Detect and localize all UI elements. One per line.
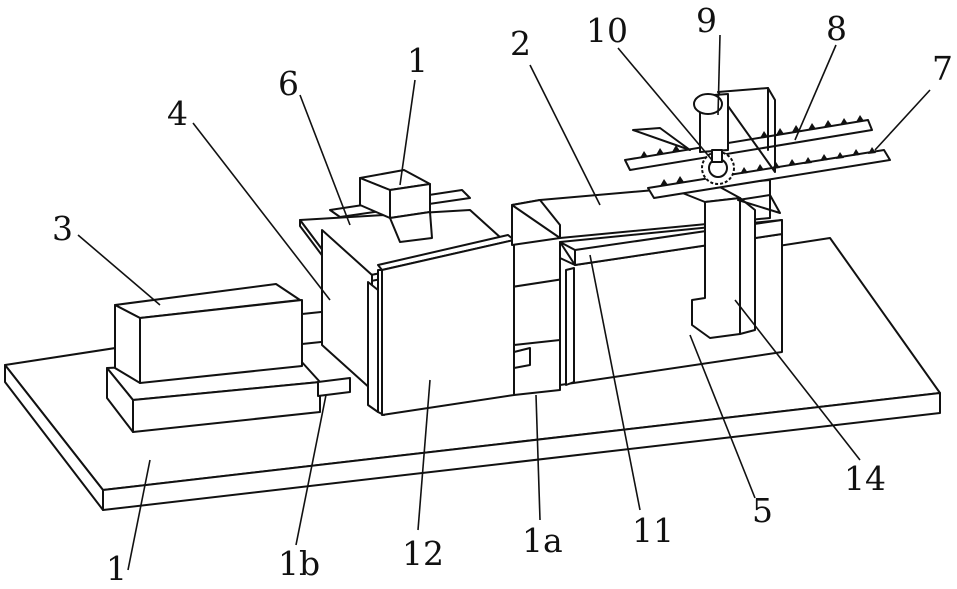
label-slide-body: 2	[510, 24, 531, 63]
label-top-plate: 6	[278, 64, 299, 103]
label-gap-a: 1a	[522, 521, 563, 560]
label-coupling-block: 4	[167, 94, 188, 133]
label-front-box: 12	[402, 534, 444, 573]
label-gear: 10	[586, 11, 628, 50]
label-motor: 3	[52, 209, 73, 248]
label-rail-strip: 11	[632, 511, 674, 550]
label-rack-front: 7	[932, 49, 953, 88]
label-right-box: 5	[752, 491, 773, 530]
front-box	[368, 235, 514, 415]
label-gear-motor: 9	[696, 1, 717, 40]
label-rack-back: 8	[826, 9, 847, 48]
label-base-plate: 1	[106, 549, 127, 588]
label-gap-b: 1b	[278, 544, 320, 583]
label-hook-arm: 14	[844, 459, 886, 498]
slot-gap	[514, 340, 560, 395]
label-top-clamp: 1	[407, 41, 428, 80]
